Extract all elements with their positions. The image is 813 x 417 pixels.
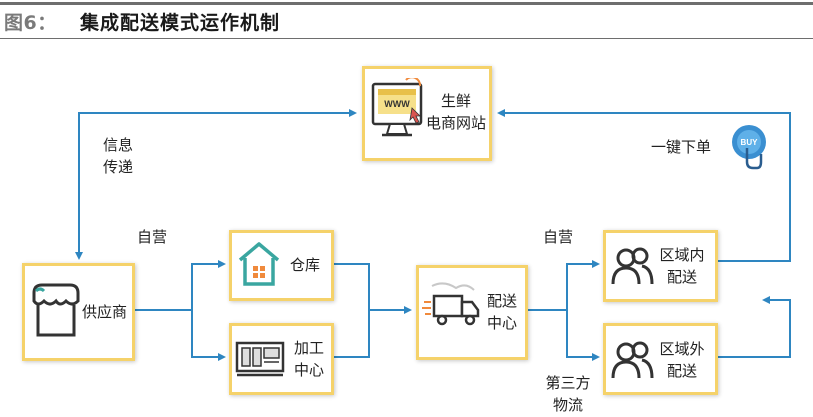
edge-label-info-line2: 传递	[103, 158, 134, 176]
node-supplier-label: 供应商	[82, 303, 128, 321]
edge-distribution-to-inner	[528, 260, 600, 311]
node-distribution-line1: 配送	[486, 292, 517, 310]
node-ecommerce-line1: 生鲜	[440, 92, 471, 110]
edge-inner-to-feedback	[497, 109, 791, 262]
svg-text:WWW: WWW	[384, 99, 410, 109]
edge-outer-to-feedback	[718, 296, 791, 358]
node-outer-line2: 配送	[666, 362, 697, 380]
buy-button-icon: BUY	[732, 125, 766, 170]
edge-label-info-line1: 信息	[103, 136, 134, 154]
edge-supplier-to-processing	[191, 310, 226, 361]
people-icon	[611, 247, 654, 285]
delivery-truck-icon	[422, 282, 480, 326]
edge-label-third-line2: 物流	[552, 396, 583, 414]
node-inner-line2: 配送	[666, 268, 697, 286]
warehouse-icon	[238, 242, 280, 286]
edge-label-self-right: 自营	[543, 228, 574, 246]
edge-label-one-click-order: 一键下单	[651, 138, 712, 156]
edge-distribution-to-outer	[566, 310, 600, 361]
node-distribution-line2: 中心	[486, 314, 517, 332]
header-rule-bottom	[0, 38, 813, 39]
node-processing-line2: 中心	[293, 361, 324, 379]
edge-label-third-line1: 第三方	[545, 374, 591, 392]
computer-www-icon: WWW	[371, 78, 423, 137]
edge-supplier-to-warehouse	[135, 260, 226, 311]
people-icon	[611, 341, 654, 379]
edge-processing-to-distribution	[334, 310, 370, 358]
figure-label: 图6：	[4, 12, 57, 34]
factory-machine-icon	[235, 341, 285, 377]
edge-warehouse-to-distribution	[334, 263, 412, 314]
buy-button-label: BUY	[741, 138, 759, 147]
shop-awning-icon	[32, 283, 80, 337]
node-ecommerce-line2: 电商网站	[425, 114, 486, 132]
node-supplier	[22, 263, 135, 361]
node-inner-line1: 区域内	[659, 246, 705, 264]
node-processing-line1: 加工	[293, 339, 324, 357]
edge-label-self-left: 自营	[137, 228, 168, 246]
header-rule-top	[0, 2, 813, 5]
figure-title: 集成配送模式运作机制	[80, 12, 281, 34]
node-warehouse-label: 仓库	[290, 256, 321, 274]
node-outer-line1: 区域外	[659, 340, 705, 358]
